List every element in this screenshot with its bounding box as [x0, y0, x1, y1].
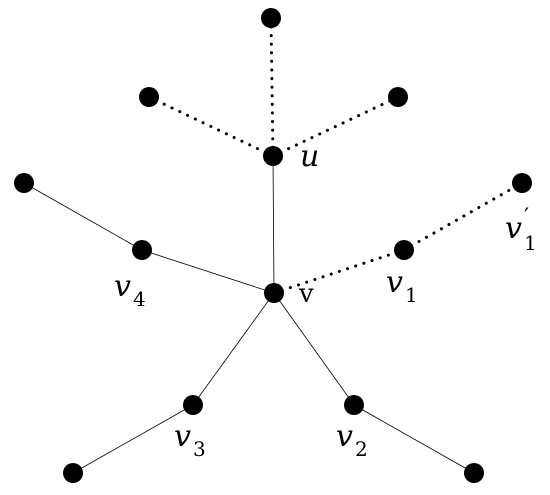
- label-v3: v 3: [174, 419, 206, 461]
- node-v2_outer: [464, 463, 484, 483]
- label-v1-prime: v ′ 1: [505, 205, 537, 255]
- node-v: [264, 283, 284, 303]
- svg-text:v: v: [336, 419, 353, 454]
- node-v1: [394, 240, 414, 260]
- svg-text:v: v: [386, 265, 403, 300]
- node-v3_outer: [63, 463, 83, 483]
- edge-v-v3: [192, 292, 275, 406]
- node-v4: [132, 240, 152, 260]
- svg-text:1: 1: [524, 231, 537, 255]
- node-v1p: [512, 173, 532, 193]
- edge-v-v2: [273, 292, 355, 406]
- node-u: [263, 146, 283, 166]
- edge-u-u_left: [147, 95, 275, 158]
- svg-text:2: 2: [355, 437, 368, 461]
- edges-group: [23, 16, 524, 474]
- node-v3: [183, 395, 203, 415]
- edge-v3-v3_outer: [72, 404, 194, 474]
- svg-text:v: v: [174, 419, 191, 454]
- edge-v4-v4_outer: [23, 182, 143, 251]
- svg-text:3: 3: [193, 437, 206, 461]
- label-u: u: [300, 139, 319, 174]
- edge-v-u: [272, 155, 275, 294]
- edge-v1-v1p: [402, 181, 524, 252]
- node-u_left: [139, 87, 159, 107]
- node-u_top: [261, 8, 281, 28]
- node-u_right: [388, 87, 408, 107]
- node-v4_outer: [14, 173, 34, 193]
- node-v2: [344, 395, 364, 415]
- edge-u-u_top: [269, 16, 275, 158]
- edge-v2-v2_outer: [353, 404, 475, 474]
- edge-u-u_right: [271, 95, 400, 158]
- svg-text:4: 4: [133, 287, 146, 311]
- label-v4: v 4: [114, 269, 146, 311]
- edge-v-v4: [141, 249, 275, 294]
- svg-text:′: ′: [524, 205, 529, 230]
- svg-text:v: v: [114, 269, 131, 304]
- label-v1: v 1: [386, 265, 418, 307]
- label-v2: v 2: [336, 419, 368, 461]
- edge-v-v1: [272, 248, 406, 295]
- svg-text:v: v: [505, 211, 522, 246]
- nodes-group: [14, 8, 532, 483]
- label-v: v: [298, 279, 314, 309]
- svg-text:1: 1: [405, 283, 418, 307]
